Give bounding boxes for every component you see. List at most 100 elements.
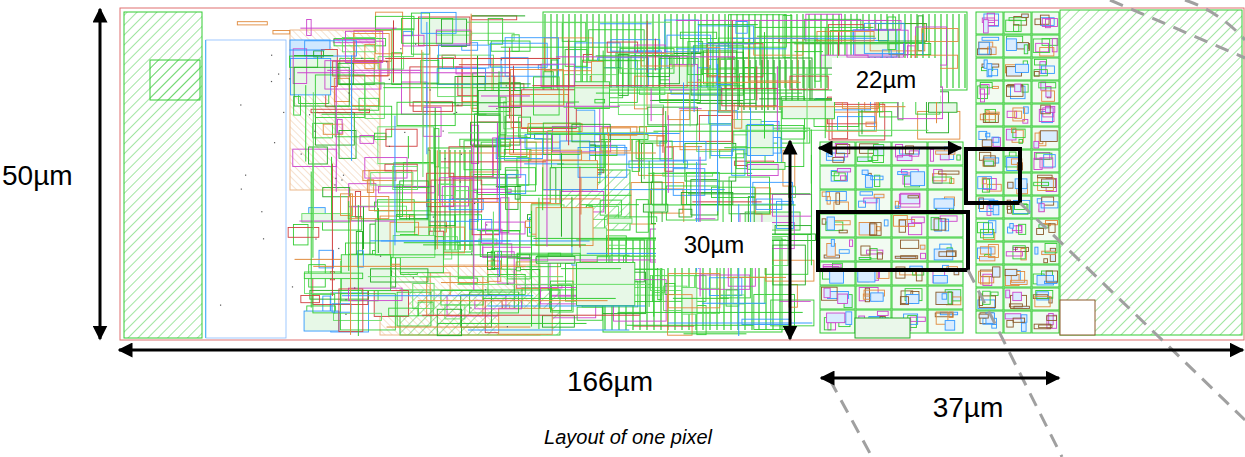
device (861, 246, 870, 255)
device (1043, 108, 1053, 117)
wire (499, 71, 500, 177)
wire (313, 266, 526, 267)
layout-shape (237, 22, 267, 25)
resistor-array (459, 150, 460, 250)
logic-cell (928, 286, 963, 309)
wire (668, 115, 669, 193)
layout-shape (631, 183, 684, 224)
device (982, 37, 999, 40)
device (1042, 91, 1055, 101)
memory-cell (1032, 12, 1059, 34)
wire (692, 201, 761, 202)
wire (794, 51, 823, 52)
wire (383, 87, 551, 88)
layout-shape (918, 111, 960, 139)
wire (577, 133, 679, 134)
memory-cell (1032, 288, 1059, 310)
layout-shape (734, 103, 742, 128)
layout-shape (371, 269, 428, 282)
device (939, 171, 959, 174)
wire (688, 193, 811, 194)
layout-shape (458, 245, 473, 278)
grid-dot (380, 256, 381, 257)
device (1035, 296, 1050, 306)
wire (650, 100, 743, 101)
device (934, 219, 946, 230)
wire (546, 132, 547, 247)
device (982, 140, 992, 147)
grid-dot (389, 79, 390, 80)
device (986, 133, 990, 137)
grid-dot (274, 142, 275, 143)
layout-shape (338, 63, 353, 84)
device (1007, 206, 1011, 213)
wire (509, 48, 510, 119)
wire (807, 67, 808, 142)
device (1006, 20, 1021, 32)
layout-shape (654, 270, 665, 293)
wire (497, 123, 498, 193)
layout-shape (445, 305, 465, 319)
layout-shape (541, 64, 574, 86)
layout-shape (702, 69, 736, 74)
wire (732, 38, 876, 39)
wire (695, 218, 715, 219)
wire (707, 42, 925, 43)
logic-cell (820, 238, 855, 261)
dimension-label: 166µm (567, 366, 653, 398)
layout-shape (742, 319, 791, 324)
logic-cell (928, 166, 963, 189)
grid-dot (507, 326, 508, 327)
device (981, 229, 994, 237)
logic-cell (892, 190, 927, 213)
logic-cell (856, 262, 891, 285)
device (985, 109, 995, 122)
memory-cell (976, 58, 1003, 80)
grid-dot (474, 203, 475, 204)
layout-shape (323, 296, 330, 311)
device (912, 217, 925, 223)
grid-dot (345, 299, 346, 300)
device (977, 222, 988, 232)
wire (580, 178, 581, 215)
layout-shape (740, 74, 776, 107)
logic-cell (820, 142, 855, 165)
grid-dot (261, 211, 262, 212)
device (1040, 62, 1046, 74)
device (1042, 19, 1057, 27)
layout-shape (348, 288, 402, 300)
wire (600, 23, 651, 24)
layout-shape (658, 266, 662, 300)
device (841, 176, 847, 180)
layout-shape (665, 284, 675, 295)
device (900, 297, 908, 305)
layout-shape (699, 115, 732, 141)
grid-dot (271, 55, 272, 56)
logic-cell (856, 238, 891, 261)
device (871, 176, 883, 180)
device (1013, 292, 1022, 300)
grid-dot (471, 253, 472, 254)
grid-dot (501, 59, 502, 60)
dimension-arrow (821, 377, 1059, 380)
grid-dot (220, 305, 221, 306)
layout-shape (309, 147, 328, 164)
wire (653, 131, 807, 132)
wire (342, 295, 533, 296)
layout-shape (534, 77, 560, 115)
layout-shape (747, 165, 778, 176)
device (947, 251, 956, 257)
device (870, 223, 881, 236)
wire (596, 93, 802, 94)
dimension-label: 50µm (2, 160, 73, 192)
wire (533, 87, 717, 88)
wire (698, 24, 758, 25)
wire (596, 55, 670, 56)
wire (542, 167, 543, 210)
device (979, 199, 994, 211)
wire (579, 167, 580, 248)
grid-dot (271, 81, 272, 82)
layout-shape (880, 103, 898, 117)
device (1013, 318, 1024, 322)
wire (673, 298, 729, 299)
